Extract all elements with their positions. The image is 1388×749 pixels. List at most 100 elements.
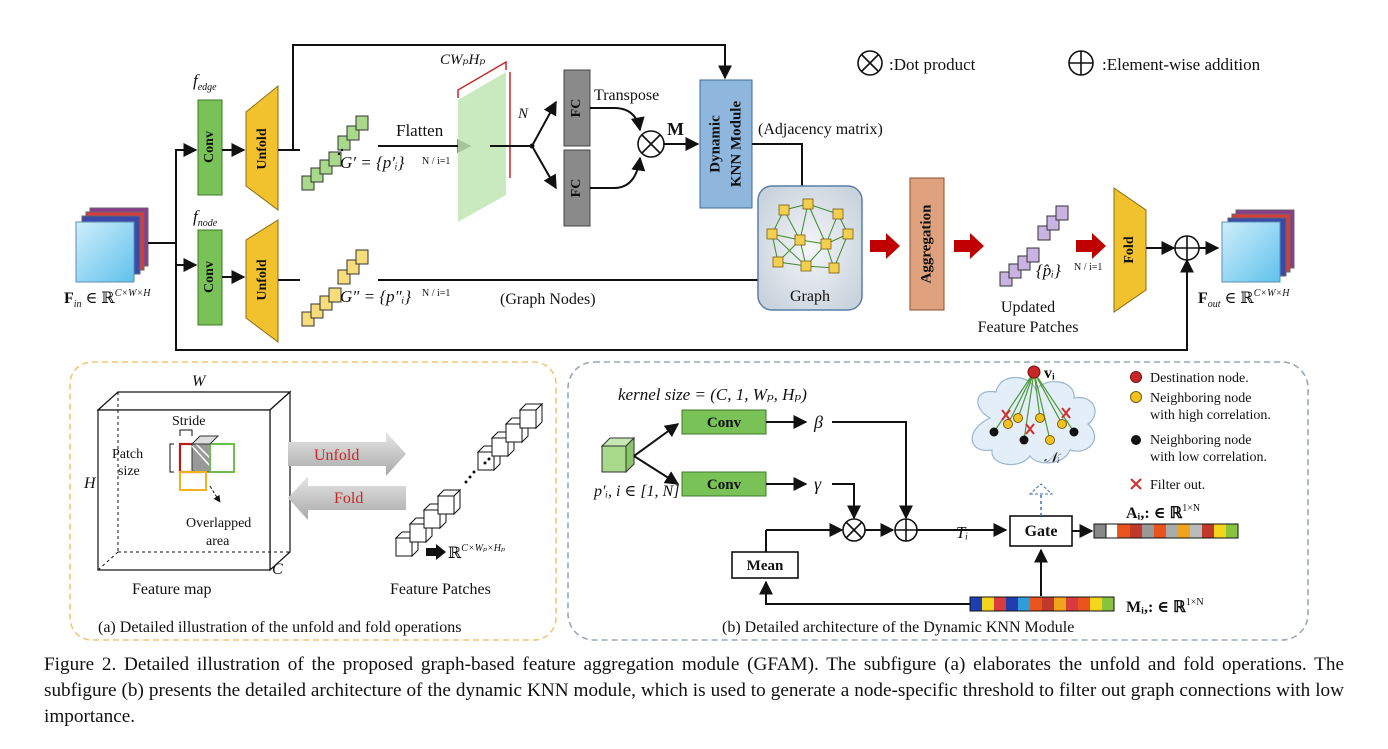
filter-out-icon (1130, 478, 1142, 490)
output-label: Fout ∈ ℝC×W×H (1198, 288, 1290, 310)
svg-text:Unfold: Unfold (255, 259, 270, 300)
element-wise-add-legend: :Element-wise addition (1102, 55, 1261, 74)
unfold-block-edge: Unfold (245, 84, 279, 211)
fold-block: Fold (1113, 187, 1147, 313)
feature-patches-label: Feature Patches (390, 581, 491, 598)
input-feature-stack (75, 207, 149, 283)
red-arrow-1 (870, 233, 900, 259)
overlapped-label-2: area (206, 534, 230, 549)
patch-size-label-1: Patch (112, 447, 143, 462)
output-feature-stack (1221, 209, 1295, 283)
beta-label: β (813, 412, 823, 432)
c-label: C (272, 561, 283, 578)
legend-low-1: Neighboring node (1150, 433, 1251, 448)
m-vector (969, 596, 1115, 612)
gamma-label: γ (814, 474, 822, 494)
svg-text:Fold: Fold (1122, 236, 1137, 263)
input-label: Fin ∈ ℝC×W×H (64, 288, 151, 310)
element-wise-add-node (1174, 235, 1200, 261)
legend-filter: Filter out. (1150, 478, 1205, 493)
low-correlation-node-icon (1131, 435, 1141, 445)
svg-text:Dynamic: Dynamic (707, 115, 723, 173)
m-label: M (667, 119, 684, 139)
graph-nodes-label: (Graph Nodes) (500, 291, 596, 308)
kernel-size-label: kernel size = (C, 1, Wₚ, Hₚ) (618, 385, 807, 404)
w-label: W (192, 373, 207, 390)
legend-low-2: with low correlation. (1150, 450, 1267, 465)
n-i-label: 𝒩ᵢ (1044, 451, 1062, 466)
svg-text:Unfold: Unfold (255, 128, 270, 169)
graph-label: Graph (790, 288, 830, 305)
a-vector-label: Aᵢ,: ∈ ℝ1×N (1126, 503, 1200, 522)
flatten-label: Flatten (396, 121, 444, 140)
dynamic-knn-module-block: Dynamic KNN Module (699, 79, 753, 209)
svg-text:Conv: Conv (707, 477, 742, 493)
edge-patch-stack (301, 115, 369, 191)
stride-label: Stride (172, 414, 205, 429)
panel-b-frame (567, 361, 1309, 641)
gfam-diagram: :Dot product :Element-wise addition Fin … (64, 44, 1309, 641)
g-node-limits: N / i=1 (422, 288, 450, 299)
graph-panel: Graph (757, 185, 863, 311)
svg-text:FC: FC (569, 179, 584, 198)
dot-product-icon (857, 50, 883, 76)
updated-set: {p̂ᵢ} (1036, 261, 1061, 280)
transpose-label: Transpose (594, 87, 659, 104)
unfold-arrow-label: Unfold (314, 447, 359, 464)
feature-patches-stack (394, 402, 544, 560)
f-edge-label: fedge (193, 71, 217, 93)
fc-block-top: FC (563, 69, 591, 147)
dot-product-node (637, 130, 665, 158)
fc-block-bottom: FC (563, 149, 591, 227)
fold-arrow (288, 476, 406, 520)
legend-high-1: Neighboring node (1150, 391, 1251, 406)
figure-caption: Figure 2. Detailed illustration of the p… (44, 654, 1344, 727)
node-patch-stack (301, 249, 369, 327)
v-i-label: vᵢ (1044, 365, 1055, 382)
conv-block-edge: Conv (197, 99, 223, 196)
svg-text:KNN Module: KNN Module (728, 101, 744, 188)
panel-a-caption: (a) Detailed illustration of the unfold … (98, 619, 461, 636)
feature-map-label: Feature map (132, 581, 212, 598)
legend-high-2: with high correlation. (1150, 408, 1271, 423)
conv-block-beta: Conv (681, 409, 767, 435)
red-arrow-2 (954, 233, 984, 259)
g-edge-set: G′ = {p′ᵢ} (340, 153, 405, 172)
aggregation-block: Aggregation (909, 177, 945, 311)
fold-arrow-label: Fold (334, 490, 363, 507)
conv-block-node: Conv (197, 229, 223, 326)
svg-text:Conv: Conv (707, 415, 742, 431)
updated-label-1: Updated (1001, 299, 1055, 316)
mean-block: Mean (731, 551, 799, 579)
adjacency-label: (Adjacency matrix) (758, 121, 883, 138)
updated-patch-stack (999, 205, 1069, 287)
overlapped-label-1: Overlapped (186, 516, 251, 531)
b-dot-product-node (842, 518, 866, 542)
svg-text:Mean: Mean (747, 558, 784, 574)
high-correlation-node-icon (1130, 391, 1142, 403)
updated-label-2: Feature Patches (978, 319, 1079, 336)
svg-text:Aggregation: Aggregation (918, 204, 934, 284)
updated-limits: N / i=1 (1074, 262, 1102, 273)
neighborhood-cloud (971, 365, 1096, 466)
element-wise-add-icon (1068, 50, 1094, 76)
svg-text:Gate: Gate (1025, 523, 1058, 540)
f-node-label: fnode (193, 207, 218, 229)
panel-b-caption: (b) Detailed architecture of the Dynamic… (722, 619, 1074, 636)
p-input-label: p′ᵢ, i ∈ [1, N] (593, 483, 679, 500)
svg-text:FC: FC (569, 99, 584, 118)
legend-destination: Destination node. (1150, 371, 1249, 386)
flattened-matrix (457, 60, 511, 222)
destination-node-icon (1130, 371, 1142, 383)
b-add-node (894, 518, 918, 542)
red-arrow-3 (1076, 233, 1106, 259)
unfold-arrow (288, 432, 406, 476)
g-edge-limits: N / i=1 (422, 156, 450, 167)
dot-product-legend: :Dot product (889, 55, 976, 74)
patch-size-label-2: size (118, 464, 140, 479)
gate-block: Gate (1009, 515, 1073, 547)
cwh-label: CWₚHₚ (440, 52, 485, 68)
svg-text:Conv: Conv (202, 131, 217, 163)
t-i-label: Tᵢ (956, 523, 968, 542)
input-patch-cube (600, 436, 636, 474)
